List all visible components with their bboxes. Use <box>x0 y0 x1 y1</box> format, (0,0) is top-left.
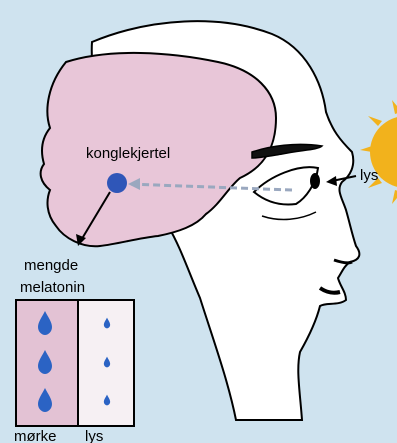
light-label: lys <box>360 167 378 184</box>
sun-icon <box>360 100 397 204</box>
pineal-label: konglekjertel <box>86 145 170 162</box>
dark-column-label: mørke <box>14 428 57 443</box>
light-column-label: lys <box>85 428 103 443</box>
melatonin-label-line2: melatonin <box>20 279 85 296</box>
melatonin-panel <box>16 300 134 426</box>
melatonin-label-line1: mengde <box>24 257 78 274</box>
pineal-gland <box>107 173 127 193</box>
